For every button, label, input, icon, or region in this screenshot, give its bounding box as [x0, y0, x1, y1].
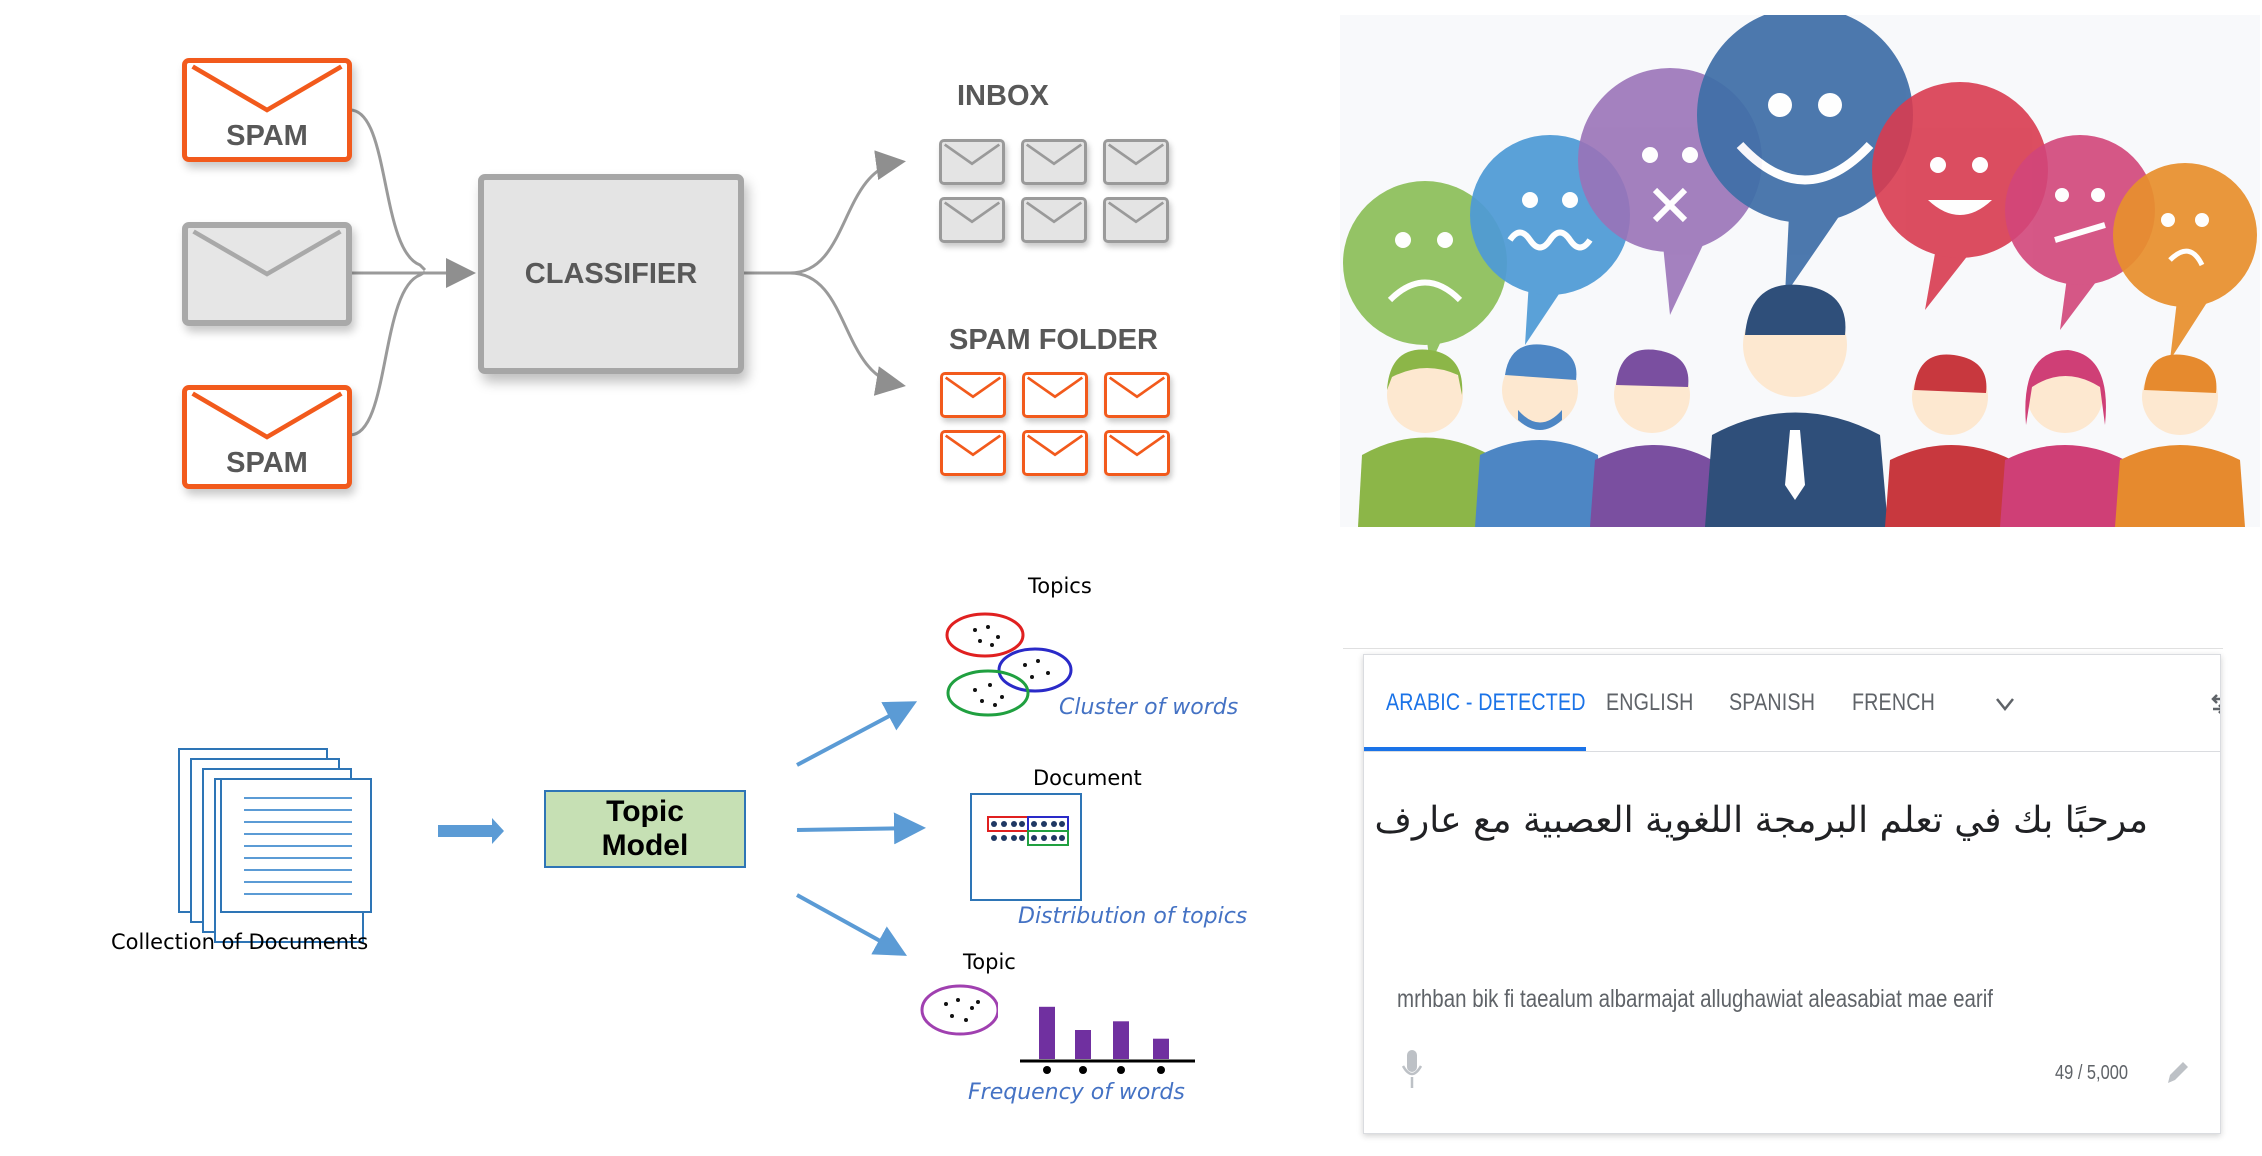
document-lines-icon [244, 797, 352, 895]
topic-title: Topic [963, 950, 1016, 974]
person-red-icon [1885, 354, 2016, 527]
classifier-box: CLASSIFIER [478, 174, 744, 374]
word-frequency-chart [1020, 1006, 1195, 1074]
character-count: 49 / 5,000 [2055, 1062, 2128, 1084]
envelope-icon [191, 64, 343, 113]
active-tab-indicator [1364, 747, 1586, 751]
inbox-heading: INBOX [957, 80, 1049, 112]
topics-title: Topics [1028, 574, 1092, 598]
grinning-face-bubble-icon [1872, 82, 2048, 310]
person-purple-icon [1590, 349, 1716, 527]
tab-french[interactable]: FRENCH [1852, 689, 1935, 716]
frequency-bar [1075, 1030, 1091, 1059]
transliteration-text: mrhban bik fi taealum albarmajat allugha… [1397, 985, 1993, 1013]
spam-folder-heading: SPAM FOLDER [949, 324, 1158, 356]
frequency-bar [1113, 1021, 1129, 1059]
person-blue-icon [1475, 344, 1602, 527]
classifier-connectors [349, 108, 906, 437]
tab-spanish[interactable]: SPANISH [1729, 689, 1816, 716]
topic-model-label-line1: Topic [606, 795, 684, 828]
happy-face-bubble-icon [1697, 15, 1913, 295]
inbox-envelope-icon [1103, 197, 1169, 243]
spam-folder-envelope-icon [1022, 430, 1088, 476]
document-topics-icon [970, 793, 1082, 901]
document-sheet-front [220, 778, 372, 913]
frequency-of-words-caption: Frequency of words [968, 1080, 1185, 1105]
inbox-envelope-icon [1103, 139, 1169, 185]
document-title: Document [1033, 766, 1142, 790]
swap-icon[interactable] [2209, 693, 2221, 719]
top-divider [1343, 648, 2223, 649]
topic-model-label-line2: Model [601, 829, 689, 862]
pencil-icon[interactable] [2164, 1059, 2190, 1087]
person-orange-icon [2115, 354, 2245, 527]
topic-cluster-icon [920, 984, 998, 1036]
spam-email-envelope: SPAM [182, 385, 352, 489]
sad-face-bubble-icon [1343, 181, 1507, 365]
distribution-of-topics-caption: Distribution of topics [1018, 904, 1248, 929]
tab-english[interactable]: ENGLISH [1606, 689, 1694, 716]
confused-face-bubble-icon [2113, 163, 2257, 360]
word-cluster-icon [945, 612, 1073, 717]
plain-email-envelope [182, 222, 352, 326]
translate-widget: ARABIC - DETECTED ENGLISH SPANISH FRENCH… [1363, 654, 2221, 1134]
inbox-envelope-icon [1021, 197, 1087, 243]
envelope-icon [192, 229, 342, 277]
frequency-bar [1039, 1006, 1055, 1059]
spam-folder-envelope-icon [1104, 372, 1170, 418]
inbox-envelope-icon [939, 139, 1005, 185]
person-pink-icon [2000, 350, 2130, 527]
inbox-envelope-icon [1021, 139, 1087, 185]
person-navy-icon [1705, 284, 1888, 527]
topic-model-box: Topic Model [544, 790, 746, 868]
frequency-bar [1153, 1038, 1169, 1059]
spam-folder-envelope-icon [1104, 430, 1170, 476]
spam-email-envelope: SPAM [182, 58, 352, 162]
sentiment-illustration [1340, 15, 2260, 527]
topic-model-arrows [438, 701, 926, 956]
people-group-icon [1358, 284, 2245, 527]
spam-folder-envelope-icon [940, 372, 1006, 418]
spam-folder-envelope-icon [1022, 372, 1088, 418]
chevron-down-icon[interactable] [1994, 695, 2016, 713]
mic-icon[interactable] [1401, 1048, 1423, 1092]
envelope-icon [191, 391, 343, 440]
person-green-icon [1358, 349, 1492, 527]
tab-arabic-detected[interactable]: ARABIC - DETECTED [1386, 689, 1586, 716]
spam-label: SPAM [226, 447, 308, 479]
collection-of-documents-label: Collection of Documents [111, 930, 369, 954]
cluster-of-words-caption: Cluster of words [1059, 695, 1239, 720]
spam-folder-envelope-icon [940, 430, 1006, 476]
spam-label: SPAM [226, 120, 308, 152]
inbox-envelope-icon [939, 197, 1005, 243]
language-tabs: ARABIC - DETECTED ENGLISH SPANISH FRENCH [1364, 655, 2220, 752]
source-text[interactable]: مرحبًا بك في تعلم البرمجة اللغوية العصبي… [1374, 800, 2149, 841]
